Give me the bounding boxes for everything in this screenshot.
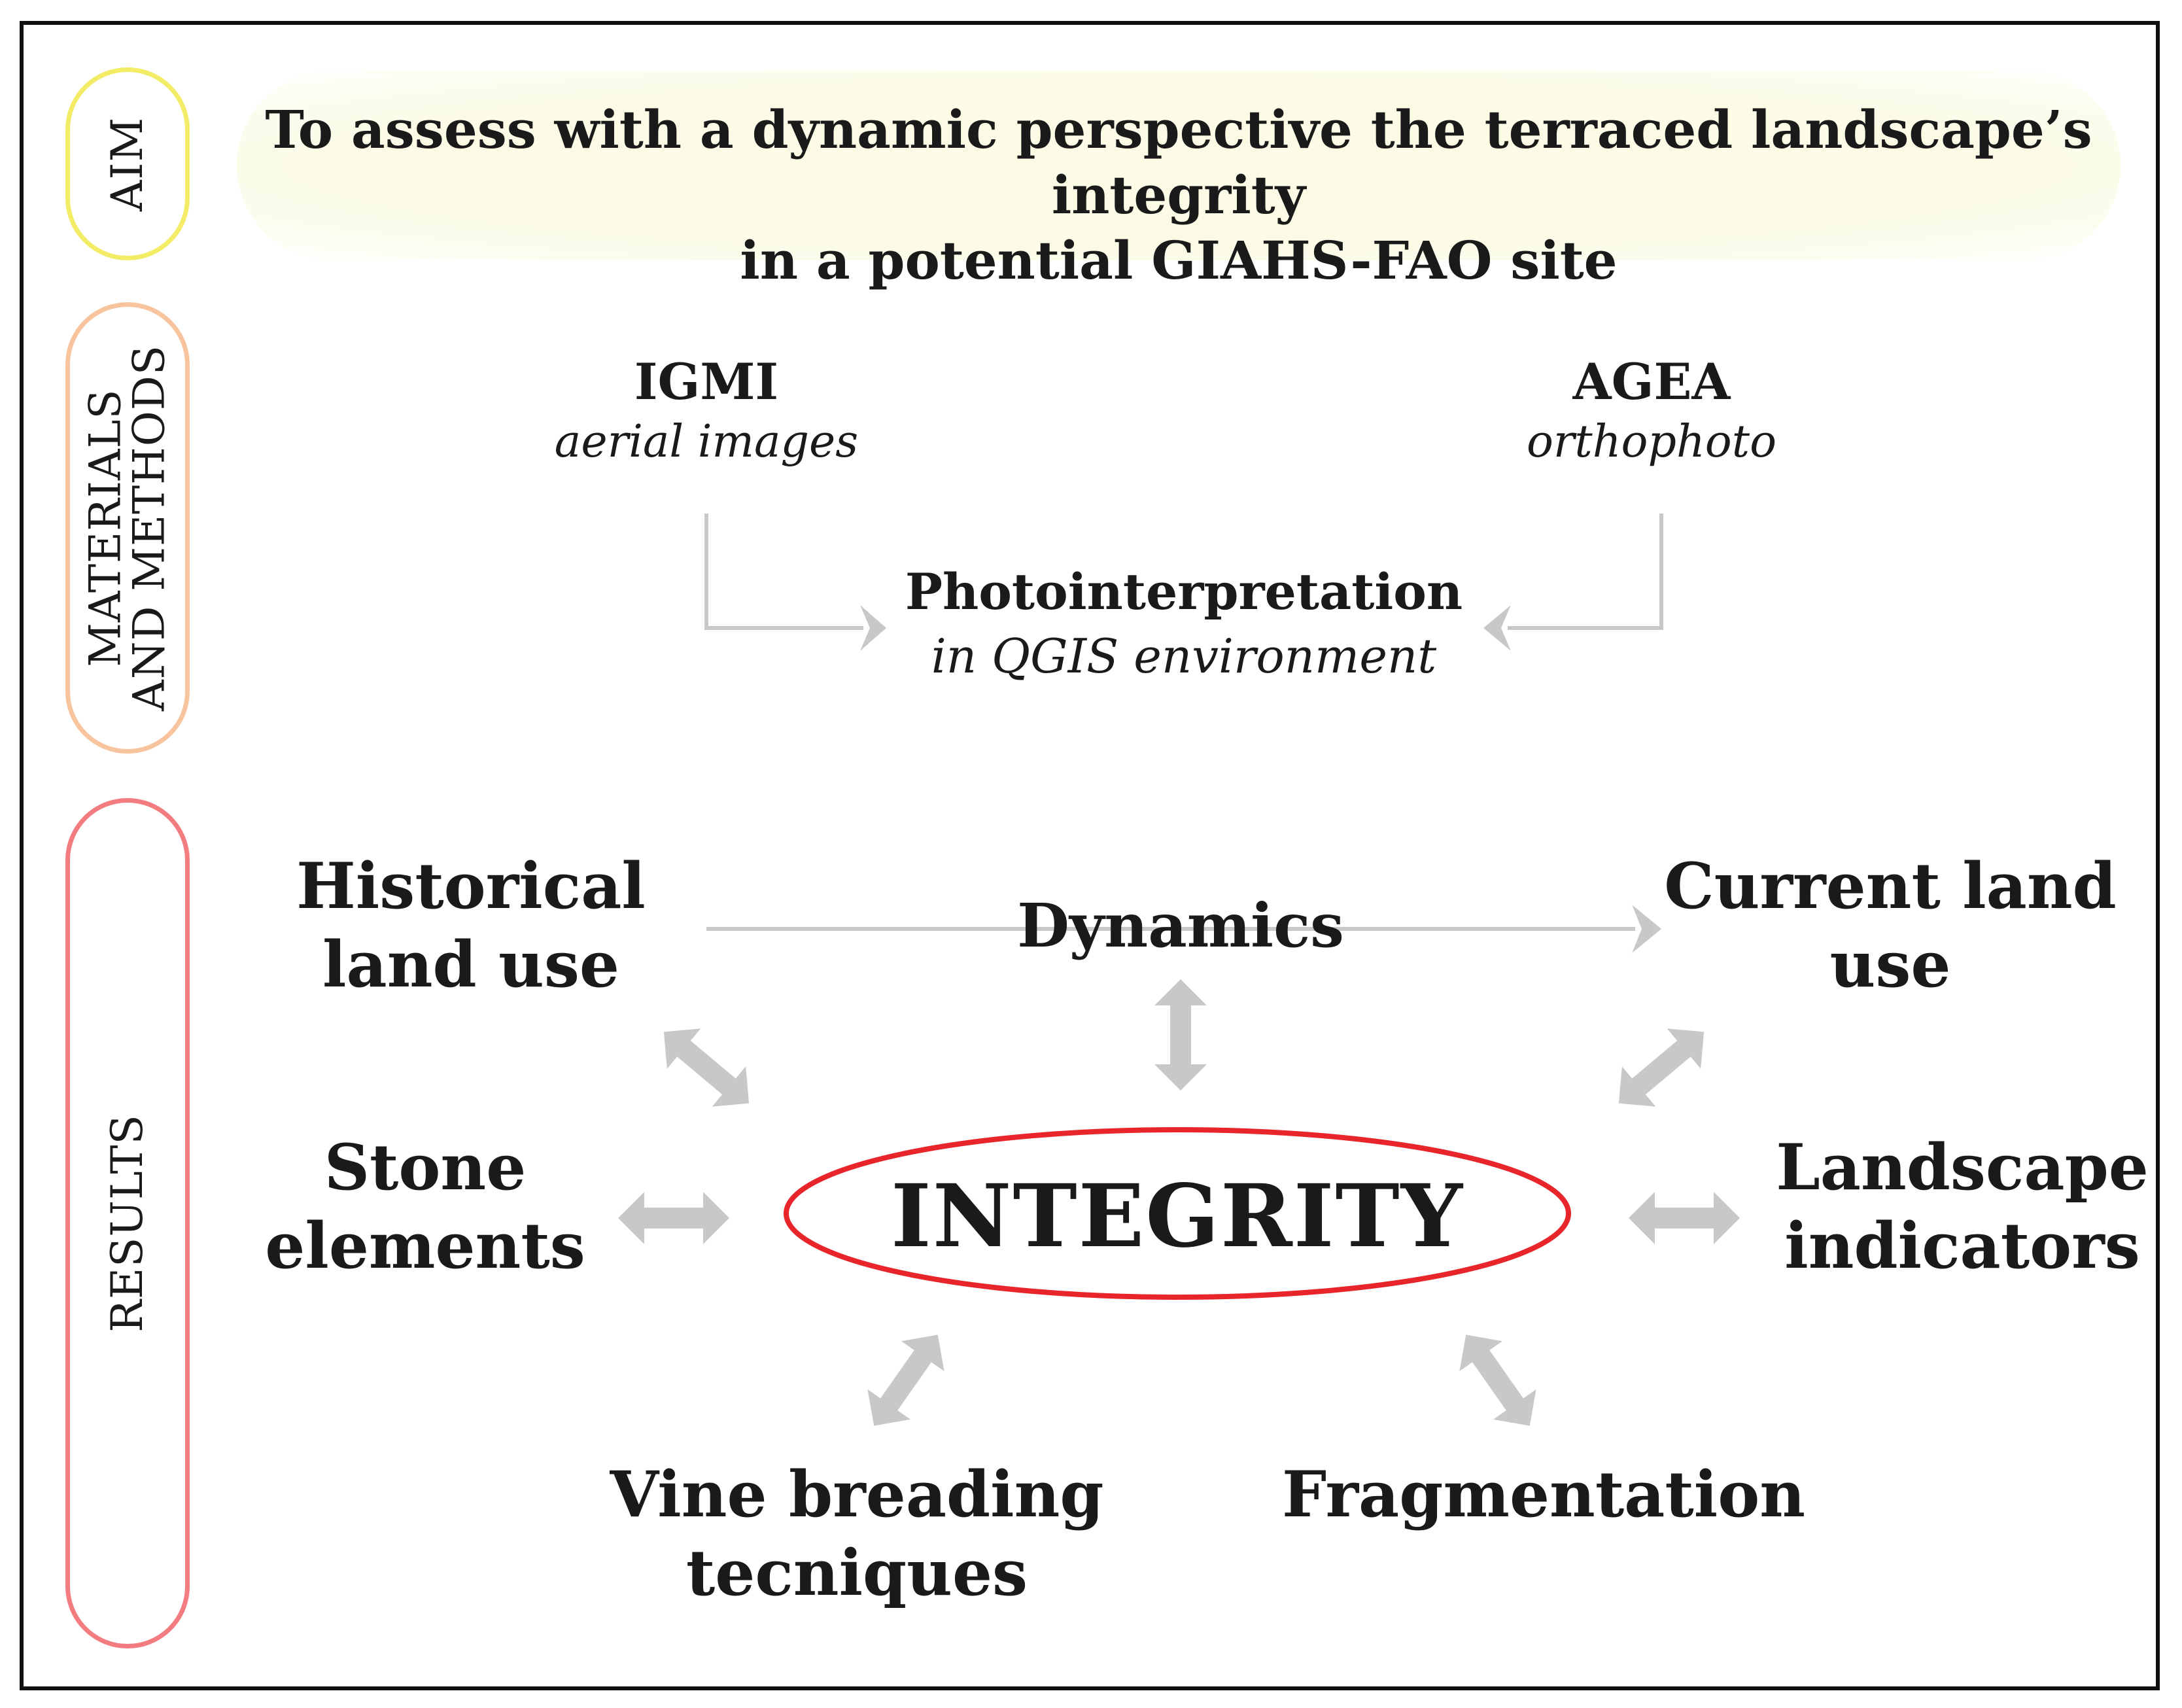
aim-statement-line1: To assess with a dynamic perspective the… bbox=[265, 99, 2092, 226]
aim-statement-line2: in a potential GIAHS-FAO site bbox=[740, 230, 1618, 291]
integrity-label: INTEGRITY bbox=[891, 1166, 1464, 1267]
landscape-line1: Landscape bbox=[1776, 1130, 2149, 1204]
agea-title: AGEA bbox=[1572, 353, 1731, 411]
historical-line1: Historical bbox=[296, 849, 646, 923]
stone-integrity-double-arrow bbox=[618, 1192, 729, 1244]
results-section-label: RESULTS bbox=[65, 798, 190, 1648]
fragmentation-integrity-double-arrow bbox=[1444, 1319, 1551, 1441]
stone-line1: Stone bbox=[324, 1130, 527, 1204]
historical-integrity-double-arrow bbox=[647, 1011, 766, 1124]
igmi-block: IGMI aerial images bbox=[510, 350, 903, 470]
landscape-integrity-double-arrow bbox=[1629, 1192, 1740, 1244]
vine-line1: Vine breading bbox=[610, 1457, 1104, 1531]
vine-integrity-double-arrow bbox=[852, 1319, 960, 1441]
dynamics-label: Dynamics bbox=[1017, 890, 1344, 961]
vine-line2: tecniques bbox=[685, 1536, 1028, 1610]
agea-subtitle: orthophoto bbox=[1526, 416, 1777, 468]
current-line1: Current land bbox=[1664, 849, 2117, 923]
stone-line2: elements bbox=[265, 1209, 585, 1283]
igmi-arrowhead bbox=[860, 605, 886, 651]
materials-methods-section-label: MATERIALS AND METHODS bbox=[65, 302, 190, 754]
igmi-subtitle: aerial images bbox=[554, 416, 859, 468]
aim-statement: To assess with a dynamic perspective the… bbox=[237, 97, 2121, 293]
dynamics-arrowhead bbox=[1632, 905, 1661, 953]
igmi-title: IGMI bbox=[634, 353, 779, 411]
current-land-use-node: Current land use bbox=[1661, 847, 2119, 1004]
landscape-line2: indicators bbox=[1784, 1209, 2140, 1283]
current-line2: use bbox=[1829, 928, 1951, 1002]
aim-section-label: AIM bbox=[65, 67, 190, 260]
dynamics-integrity-double-arrow bbox=[1154, 979, 1207, 1090]
diagram-frame bbox=[20, 21, 2160, 1690]
historical-land-use-node: Historical land use bbox=[281, 847, 661, 1004]
agea-arrowhead bbox=[1483, 605, 1511, 651]
igmi-to-photo-arrow bbox=[704, 514, 863, 630]
historical-line2: land use bbox=[322, 928, 619, 1002]
aim-statement-box: To assess with a dynamic perspective the… bbox=[237, 71, 2121, 291]
agea-block: AGEA orthophoto bbox=[1455, 350, 1848, 470]
fragmentation-node: Fragmentation bbox=[1282, 1457, 1806, 1531]
stone-elements-node: Stone elements bbox=[249, 1128, 602, 1285]
photointerpretation-title: Photointerpretation bbox=[905, 563, 1463, 621]
photointerpretation-block: Photointerpretation in QGIS environment bbox=[857, 559, 1511, 688]
landscape-indicators-node: Landscape indicators bbox=[1766, 1128, 2158, 1285]
integrity-ellipse bbox=[784, 1127, 1571, 1300]
current-integrity-double-arrow bbox=[1602, 1011, 1721, 1124]
photointerpretation-subtitle: in QGIS environment bbox=[931, 629, 1437, 684]
vine-techniques-node: Vine breading tecniques bbox=[608, 1455, 1105, 1612]
agea-to-photo-arrow bbox=[1508, 514, 1663, 630]
